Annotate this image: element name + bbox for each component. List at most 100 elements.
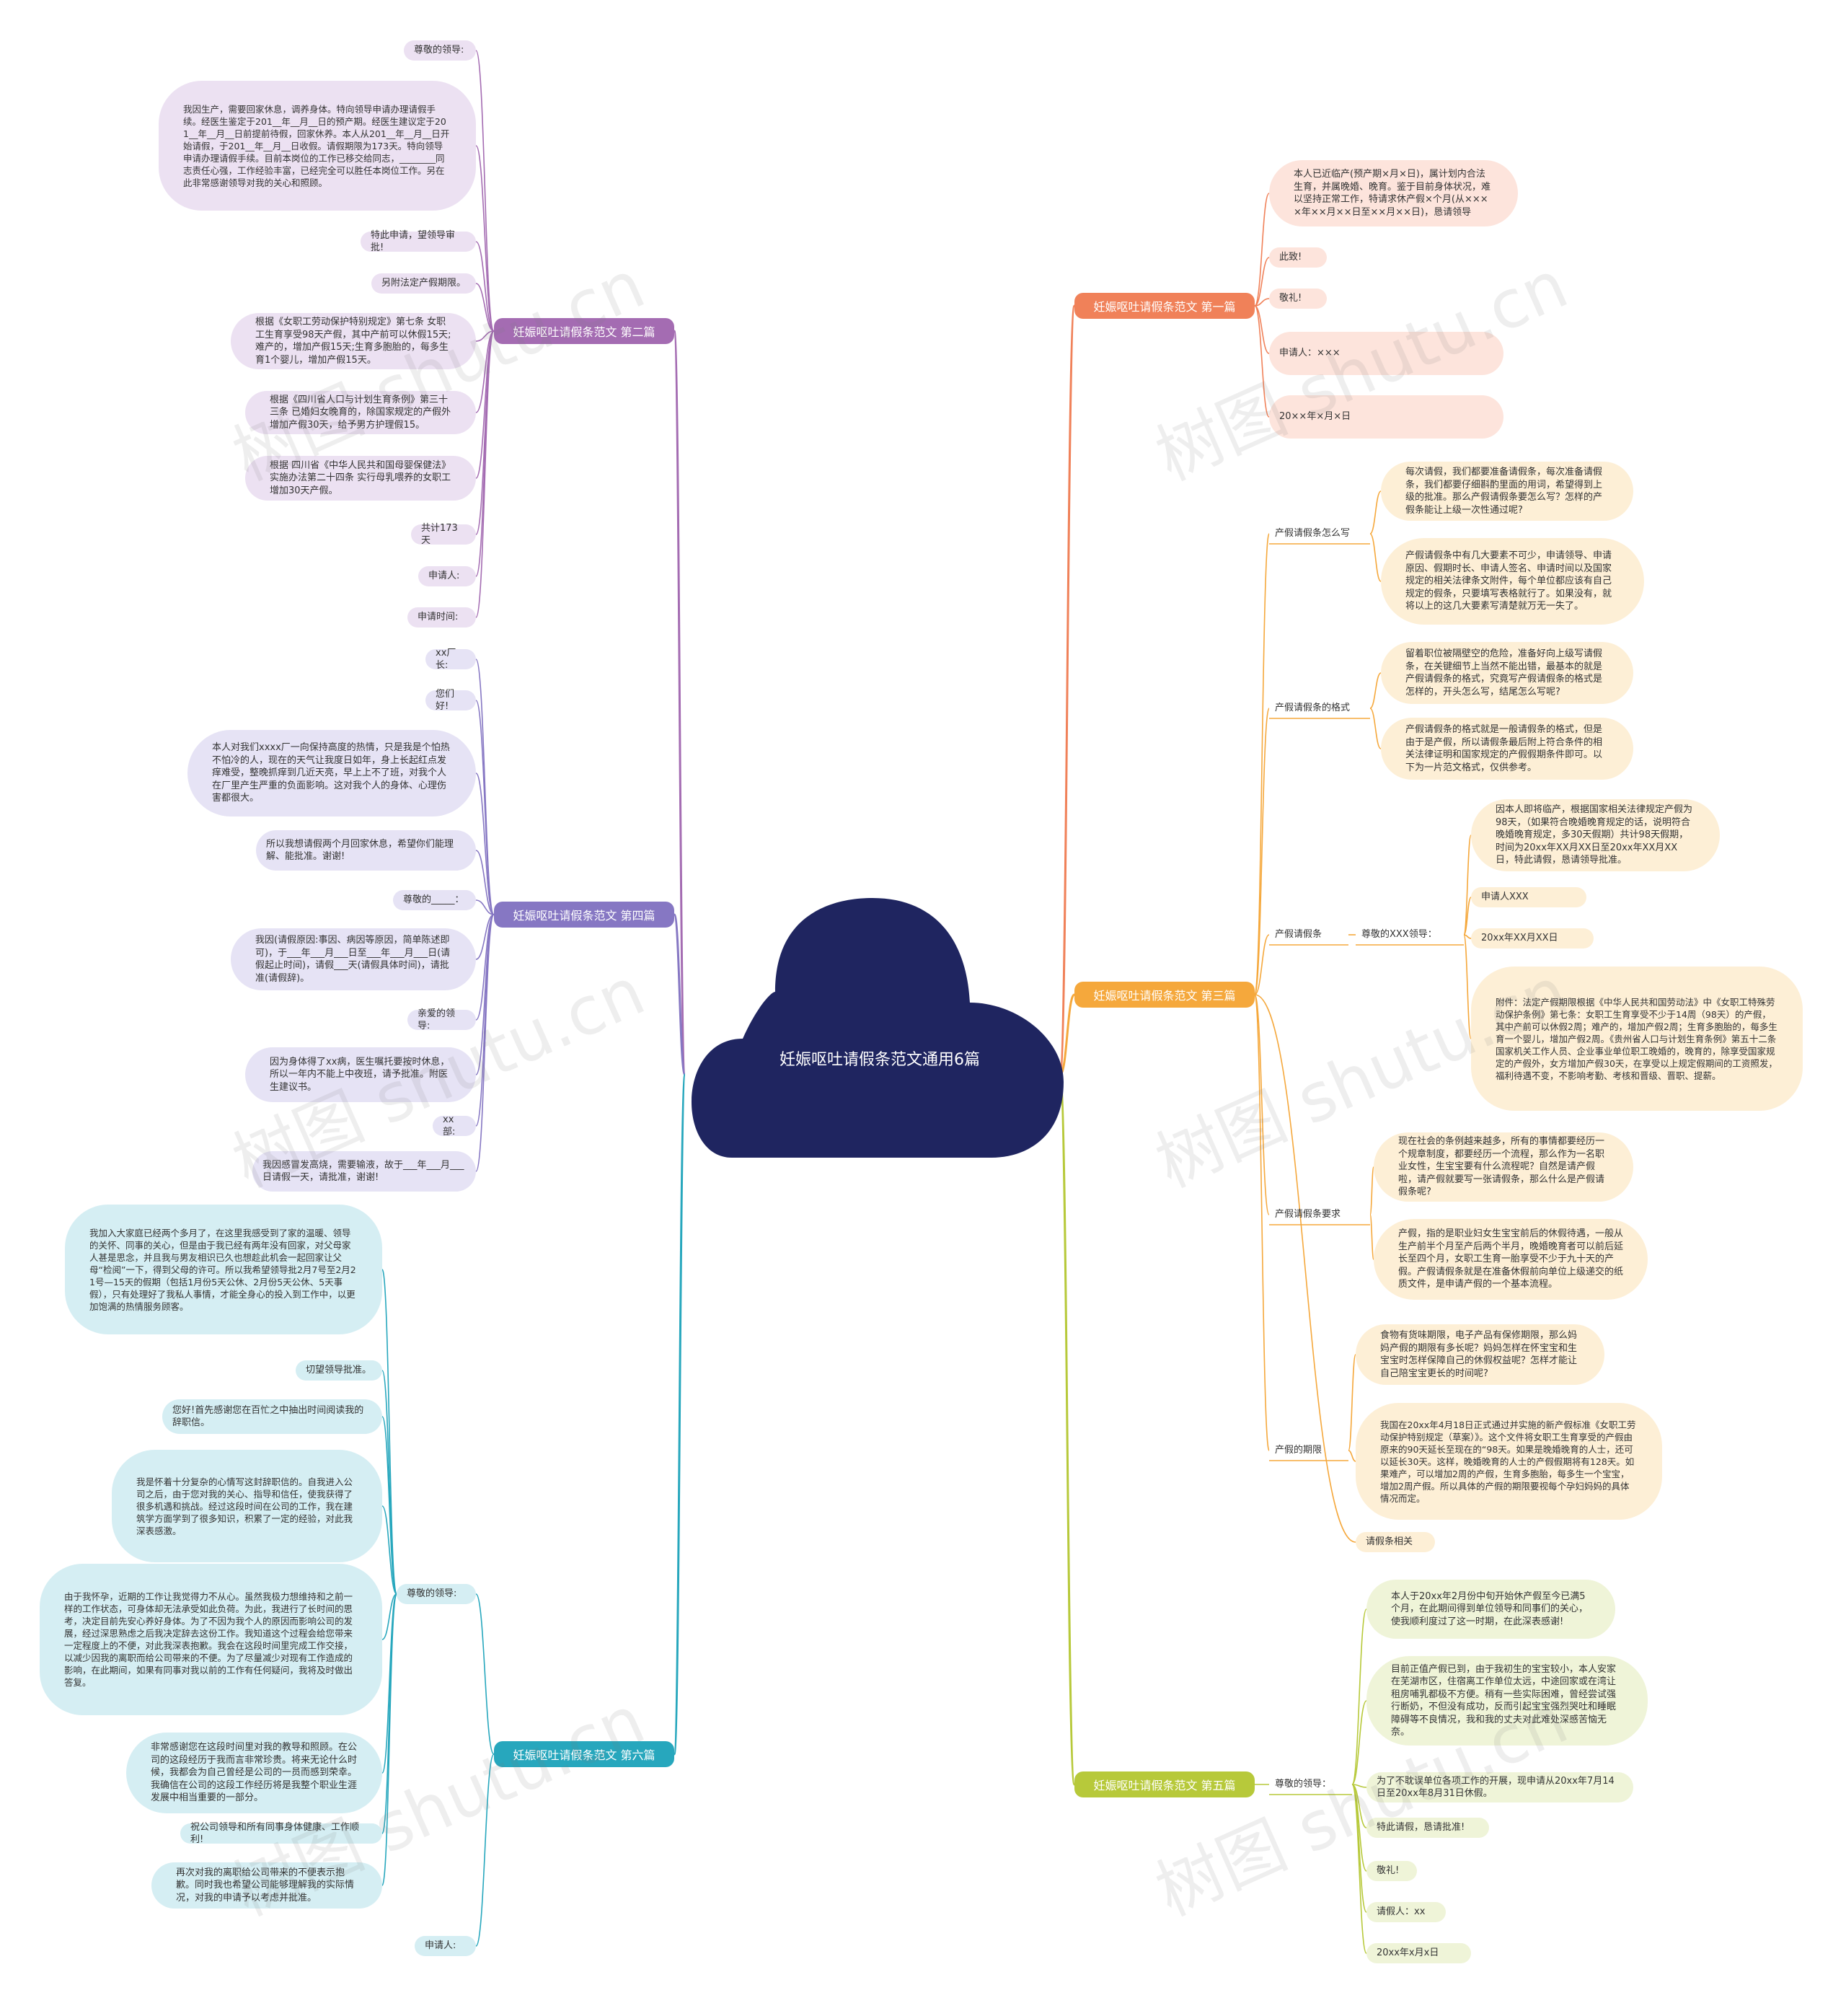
connector-line — [475, 914, 495, 960]
topic-node[interactable]: 亲爱的领导: — [407, 1008, 476, 1031]
topic-node[interactable]: 产假请假条怎么写 — [1275, 528, 1351, 540]
topic-node[interactable]: 产假，指的是职业妇女生宝宝前后的休假待遇，一般从生产前半个月至产后两个半月，晚婚… — [1374, 1219, 1648, 1300]
topic-node[interactable]: 目前正值产假已到，由于我初生的宝宝较小，本人安家在芜湖市区，住宿离工作单位太远，… — [1366, 1656, 1648, 1746]
topic-node[interactable]: 为了不耽误单位各项工作的开展，现申请从20xx年7月14日至20xx年8月31日… — [1366, 1772, 1633, 1802]
topic-node[interactable]: 共计173天 — [411, 523, 476, 546]
center-title: 妊娠呕吐请假条范文通用6篇 — [780, 1051, 980, 1069]
center-cloud-shape — [692, 898, 1064, 1158]
connector-line — [673, 330, 686, 1076]
topic-node[interactable]: 申请时间: — [407, 607, 476, 628]
topic-node[interactable]: 我因感冒发高烧，需要输液，故于___年___月___日请假一天，请批准，谢谢! — [252, 1151, 476, 1192]
connector-line — [1254, 193, 1270, 307]
topic-node[interactable]: xx厂长: — [425, 648, 476, 671]
topic-node[interactable]: 现在社会的条例越来越多，所有的事情都要经历一个规章制度，都要经历一个流程，那么作… — [1374, 1132, 1633, 1202]
topic-node[interactable]: 尊敬的领导: — [397, 1584, 476, 1604]
topic-node[interactable]: 本人于20xx年2月份中旬开始休产假至今已满5个月，在此期间得到单位领导和同事们… — [1366, 1580, 1615, 1639]
topic-node[interactable]: 祝公司领导和所有同事身体健康、工作顺利! — [180, 1822, 382, 1845]
topic-node[interactable]: 此致! — [1269, 247, 1327, 268]
connector-line — [1254, 994, 1270, 1215]
topic-node[interactable]: 产假请假条要求 — [1275, 1209, 1341, 1220]
topic-node[interactable]: 我因(请假原因:事因、病因等原因，简单陈述即可)，于___年___月___日至_… — [231, 928, 476, 990]
topic-node[interactable]: 产假请假条中有几大要素不可少，申请领导、申请原因、假期时长、申请人签名、申请时间… — [1381, 538, 1644, 625]
topic-node[interactable]: 再次对我的离职给公司带来的不便表示抱歉。同时我也希望公司能够理解我的实际情况，对… — [151, 1862, 382, 1909]
connector-line — [673, 913, 686, 1076]
topic-node[interactable]: 我加入大家庭已经两个多月了，在这里我感受到了家的温暖、领导的关怀、同事的关心，但… — [65, 1205, 382, 1334]
connector-line — [1463, 835, 1472, 936]
topic-node[interactable]: 申请人: — [418, 566, 476, 586]
topic-node[interactable]: 您好!首先感谢您在百忙之中抽出时间阅读我的辞职信。 — [162, 1399, 382, 1434]
connector-line — [475, 241, 495, 332]
connector-line — [1351, 1784, 1367, 1954]
topic-node[interactable]: 尊敬的领导： — [1275, 1779, 1332, 1790]
topic-node[interactable]: 留着职位被隔壁空的危险，准备好向上级写请假条，在关键细节上当然不能出错，最基本的… — [1381, 642, 1633, 704]
connector-line — [1254, 257, 1270, 307]
topic-node[interactable]: 根据《四川省人口与计划生育条例》第三十三条 已婚妇女晚育的，除国家规定的产假外增… — [245, 391, 476, 434]
connector-line — [1254, 305, 1270, 418]
topic-node[interactable]: 我是怀着十分复杂的心情写这封辞职信的。自我进入公司之后，由于您对我的关心、指导和… — [112, 1450, 382, 1562]
topic-node[interactable]: 根据《女职工劳动保护特别规定》第七条 女职工生育享受98天产假，其中产前可以休假… — [231, 313, 476, 369]
topic-node[interactable]: 根据 四川省《中华人民共和国母婴保健法》实施办法第二十四条 实行母乳喂养的女职工… — [245, 456, 476, 501]
connector-line — [1254, 934, 1270, 995]
topic-node[interactable]: 因为身体得了xx病，医生嘱托要按时休息，所以一年内不能上中夜班，请予批准。附医生… — [245, 1047, 476, 1102]
connector-line — [1059, 1073, 1076, 1786]
connector-line — [475, 700, 495, 915]
topic-node[interactable]: 我因生产，需要回家休息，调养身体。特向领导申请办理请假手续。经医生鉴定于201_… — [159, 81, 476, 211]
topic-node[interactable]: 产假请假条的格式就是一般请假条的格式，但是由于是产假，所以请假条最后附上符合条件… — [1381, 718, 1633, 780]
topic-node[interactable]: 所以我想请假两个月回家休息，希望你们能理解、能批准。谢谢! — [256, 830, 476, 871]
connector-line — [673, 1073, 686, 1756]
topic-node[interactable]: 产假请假条 — [1275, 929, 1322, 941]
topic-node[interactable]: 切望领导批准。 — [296, 1360, 382, 1381]
connector-line — [1348, 1450, 1356, 1462]
topic-node[interactable]: 敬礼! — [1366, 1861, 1417, 1881]
connector-line — [475, 330, 495, 413]
connector-line — [475, 1753, 495, 1947]
connector-line — [1369, 533, 1382, 582]
connector-line — [475, 283, 495, 332]
topic-node[interactable]: 产假的期限 — [1275, 1445, 1322, 1456]
topic-node[interactable]: 本人对我们xxxx厂一向保持高度的热情，只是我是个怕热不怕冷的人，现在的天气让我… — [187, 730, 476, 816]
topic-node[interactable]: 由于我怀孕，近期的工作让我觉得力不从心。虽然我极力想维持和之前一样的工作状态，可… — [40, 1564, 382, 1715]
topic-node[interactable]: 请假条相关 — [1356, 1532, 1435, 1552]
topic-node[interactable]: 20xx年XX月XX日 — [1471, 928, 1594, 948]
connector-line — [475, 914, 495, 1172]
branch-node[interactable]: 妊娠呕吐请假条范文 第六篇 — [494, 1741, 674, 1767]
connector-line — [1369, 708, 1382, 749]
topic-node[interactable]: 申请人XXX — [1471, 887, 1586, 907]
topic-node[interactable]: 申请人: — [415, 1936, 476, 1956]
topic-node[interactable]: 特此请假，恳请批准! — [1366, 1818, 1489, 1838]
topic-node[interactable]: 尊敬的XXX领导： — [1361, 929, 1437, 941]
topic-node[interactable]: 附件：法定产假期限根据《中华人民共和国劳动法》中《女职工特殊劳动保护条例》第七条… — [1471, 967, 1803, 1111]
connector-line — [475, 50, 495, 332]
topic-node[interactable]: 因本人即将临产，根据国家相关法律规定产假为98天，（如果符合晚婚晚育规定的话，说… — [1471, 799, 1720, 871]
connector-line — [475, 145, 495, 332]
connector-line — [1369, 1166, 1374, 1215]
topic-node[interactable]: 另附法定产假期限。 — [371, 273, 476, 294]
branch-node[interactable]: 妊娠呕吐请假条范文 第三篇 — [1074, 982, 1255, 1008]
connector-line — [1254, 298, 1270, 307]
topic-node[interactable]: 本人已近临产(预产期×月×日)，属计划内合法生育，并属晚婚、晚育。鉴于目前身体状… — [1269, 160, 1518, 226]
topic-node[interactable]: 每次请假，我们都要准备请假条，每次准备请假条，我们都要仔细斟酌里面的用词，希望得… — [1381, 462, 1633, 521]
topic-node[interactable]: 尊敬的领导: — [404, 40, 476, 61]
topic-node[interactable]: 我国在20xx年4月18日正式通过并实施的新产假标准《女职工劳动保护特别规定（草… — [1356, 1403, 1662, 1520]
topic-node[interactable]: 食物有货味期限，电子产品有保修期限，那么妈妈产假的期限有多长呢？妈妈怎样在怀宝宝… — [1356, 1324, 1604, 1385]
topic-node[interactable]: 尊敬的_____： — [393, 890, 476, 910]
topic-node[interactable]: 非常感谢您在这段时间里对我的教导和照顾。在公司的这段经历于我而言非常珍贵。将来无… — [126, 1733, 382, 1813]
topic-node[interactable]: 20xx年x月x日 — [1366, 1943, 1471, 1963]
topic-node[interactable]: 申请人：××× — [1269, 332, 1503, 375]
topic-node[interactable]: 敬礼! — [1269, 289, 1327, 309]
branch-node[interactable]: 妊娠呕吐请假条范文 第五篇 — [1074, 1771, 1255, 1797]
branch-node[interactable]: 妊娠呕吐请假条范文 第四篇 — [494, 902, 674, 928]
topic-node[interactable]: 请假人：xx — [1366, 1902, 1446, 1922]
topic-node[interactable]: 20××年×月×日 — [1269, 395, 1503, 439]
connector-line — [381, 1593, 397, 1886]
topic-node[interactable]: 您们好! — [425, 689, 476, 712]
branch-node[interactable]: 妊娠呕吐请假条范文 第一篇 — [1074, 293, 1255, 319]
topic-node[interactable]: 特此申请，望领导审批! — [361, 230, 476, 253]
topic-node[interactable]: 产假请假条的格式 — [1275, 703, 1351, 714]
branch-node[interactable]: 妊娠呕吐请假条范文 第二篇 — [494, 318, 674, 344]
connector-line — [1254, 708, 1270, 995]
connector-line — [1348, 1354, 1356, 1451]
topic-node[interactable]: xx部: — [433, 1114, 476, 1137]
